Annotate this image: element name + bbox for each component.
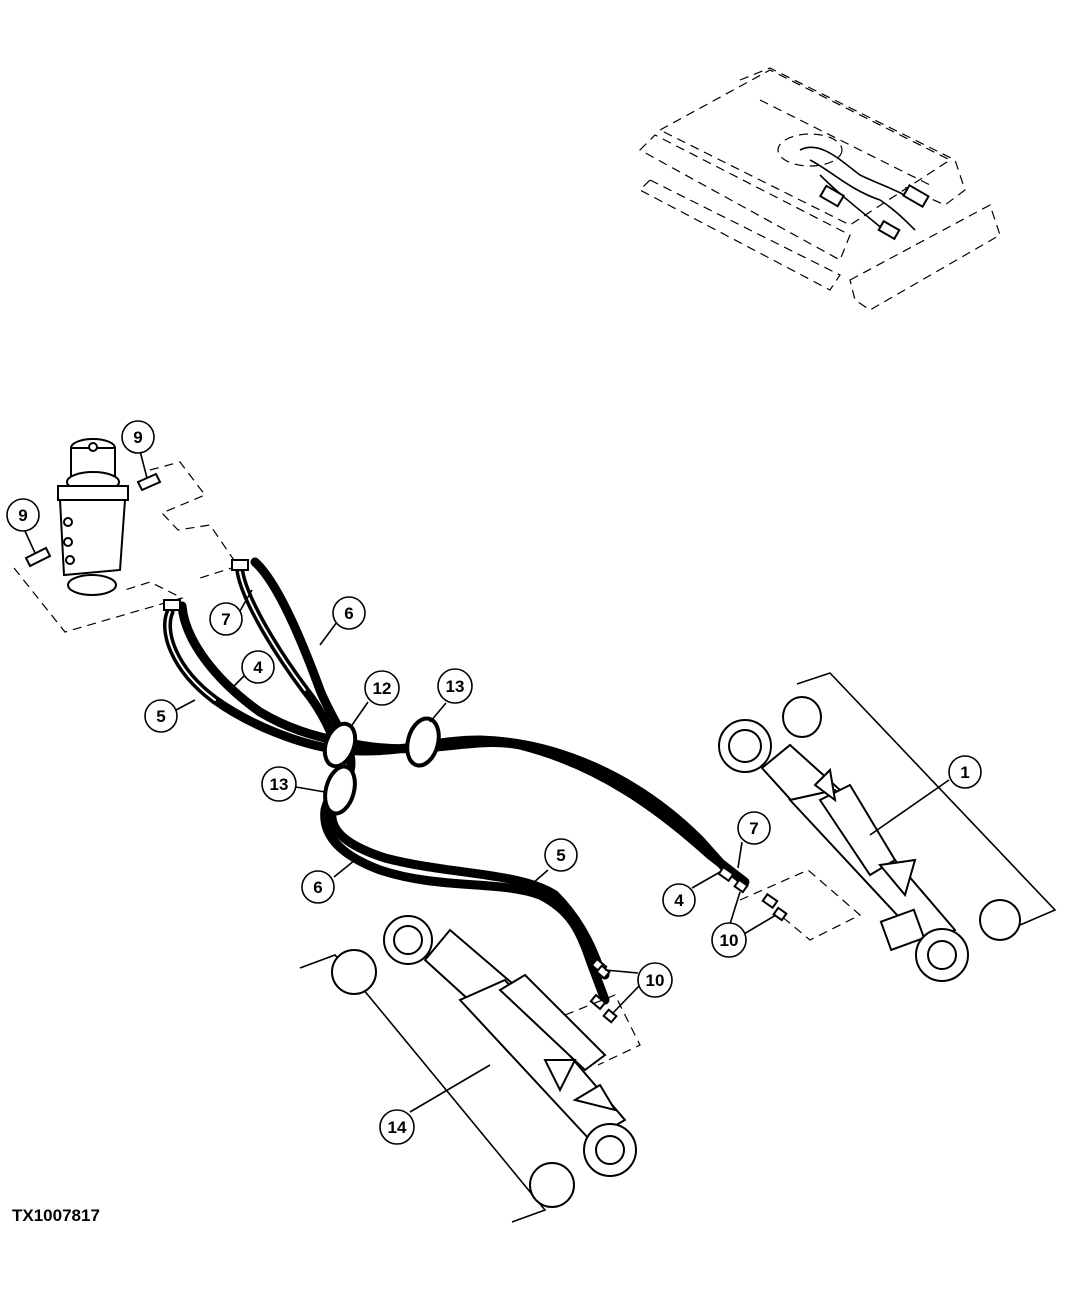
hose-fitting-icon	[717, 865, 735, 883]
fitting-9-left-icon	[24, 546, 52, 568]
callout-4-lower: 4	[662, 883, 696, 917]
callout-10-lower: 10	[637, 962, 673, 998]
callout-6-lower: 6	[301, 870, 335, 904]
clamp-12-icon	[322, 721, 358, 769]
hose-fitting-icon	[231, 559, 249, 571]
svg-text:14: 14	[388, 1118, 407, 1137]
hose-fitting-icon	[761, 892, 779, 910]
hose-bundle	[163, 557, 750, 1005]
callout-7-lower: 7	[737, 811, 771, 845]
svg-text:13: 13	[270, 775, 289, 794]
figure-id: TX1007817	[12, 1206, 100, 1225]
svg-text:5: 5	[156, 707, 165, 726]
callout-7-upper: 7	[209, 602, 243, 636]
adapter-10-icon	[595, 964, 611, 980]
adapter-10-icon	[772, 906, 788, 922]
grommet-13-lower-icon	[323, 764, 357, 816]
callout-9-top: 9	[121, 420, 155, 454]
hose-fitting-icon	[163, 599, 181, 611]
fitting-9-top-icon	[136, 472, 162, 492]
callout-13-lower: 13	[261, 766, 297, 802]
svg-text:6: 6	[313, 878, 322, 897]
svg-text:5: 5	[556, 846, 565, 865]
callout-12: 12	[364, 670, 400, 706]
svg-text:10: 10	[720, 931, 739, 950]
callout-9-left: 9	[6, 498, 40, 532]
dash-path-cylinder-14	[564, 994, 641, 1066]
blade-cylinder-14-icon	[299, 915, 637, 1223]
svg-text:9: 9	[133, 428, 142, 447]
svg-text:12: 12	[373, 679, 392, 698]
callout-6-upper: 6	[332, 596, 366, 630]
svg-text:4: 4	[253, 658, 263, 677]
grommet-13-upper-icon	[405, 716, 441, 768]
callout-5-lower: 5	[544, 838, 578, 872]
svg-text:7: 7	[221, 610, 230, 629]
callout-5-upper: 5	[144, 699, 178, 733]
callout-1: 1	[948, 755, 982, 789]
callout-13-upper: 13	[437, 668, 473, 704]
excavator-undercarriage-inset-icon	[638, 67, 1001, 311]
center-swivel-joint-icon	[57, 438, 129, 596]
svg-text:4: 4	[674, 891, 684, 910]
callout-10-right: 10	[711, 922, 747, 958]
svg-text:6: 6	[344, 604, 353, 623]
svg-text:10: 10	[646, 971, 665, 990]
svg-text:9: 9	[18, 506, 27, 525]
svg-text:13: 13	[446, 677, 465, 696]
svg-text:7: 7	[749, 819, 758, 838]
dash-path-cylinder-1	[739, 869, 862, 941]
dash-path-swivel-left	[13, 567, 184, 633]
leader-lines	[24, 450, 950, 1113]
callout-14: 14	[379, 1109, 415, 1145]
svg-text:1: 1	[960, 763, 969, 782]
callout-4-upper: 4	[241, 650, 275, 684]
blade-cylinder-1-icon	[718, 672, 1057, 982]
dash-path-swivel-top	[149, 461, 239, 579]
adapter-10-icon	[733, 878, 749, 894]
